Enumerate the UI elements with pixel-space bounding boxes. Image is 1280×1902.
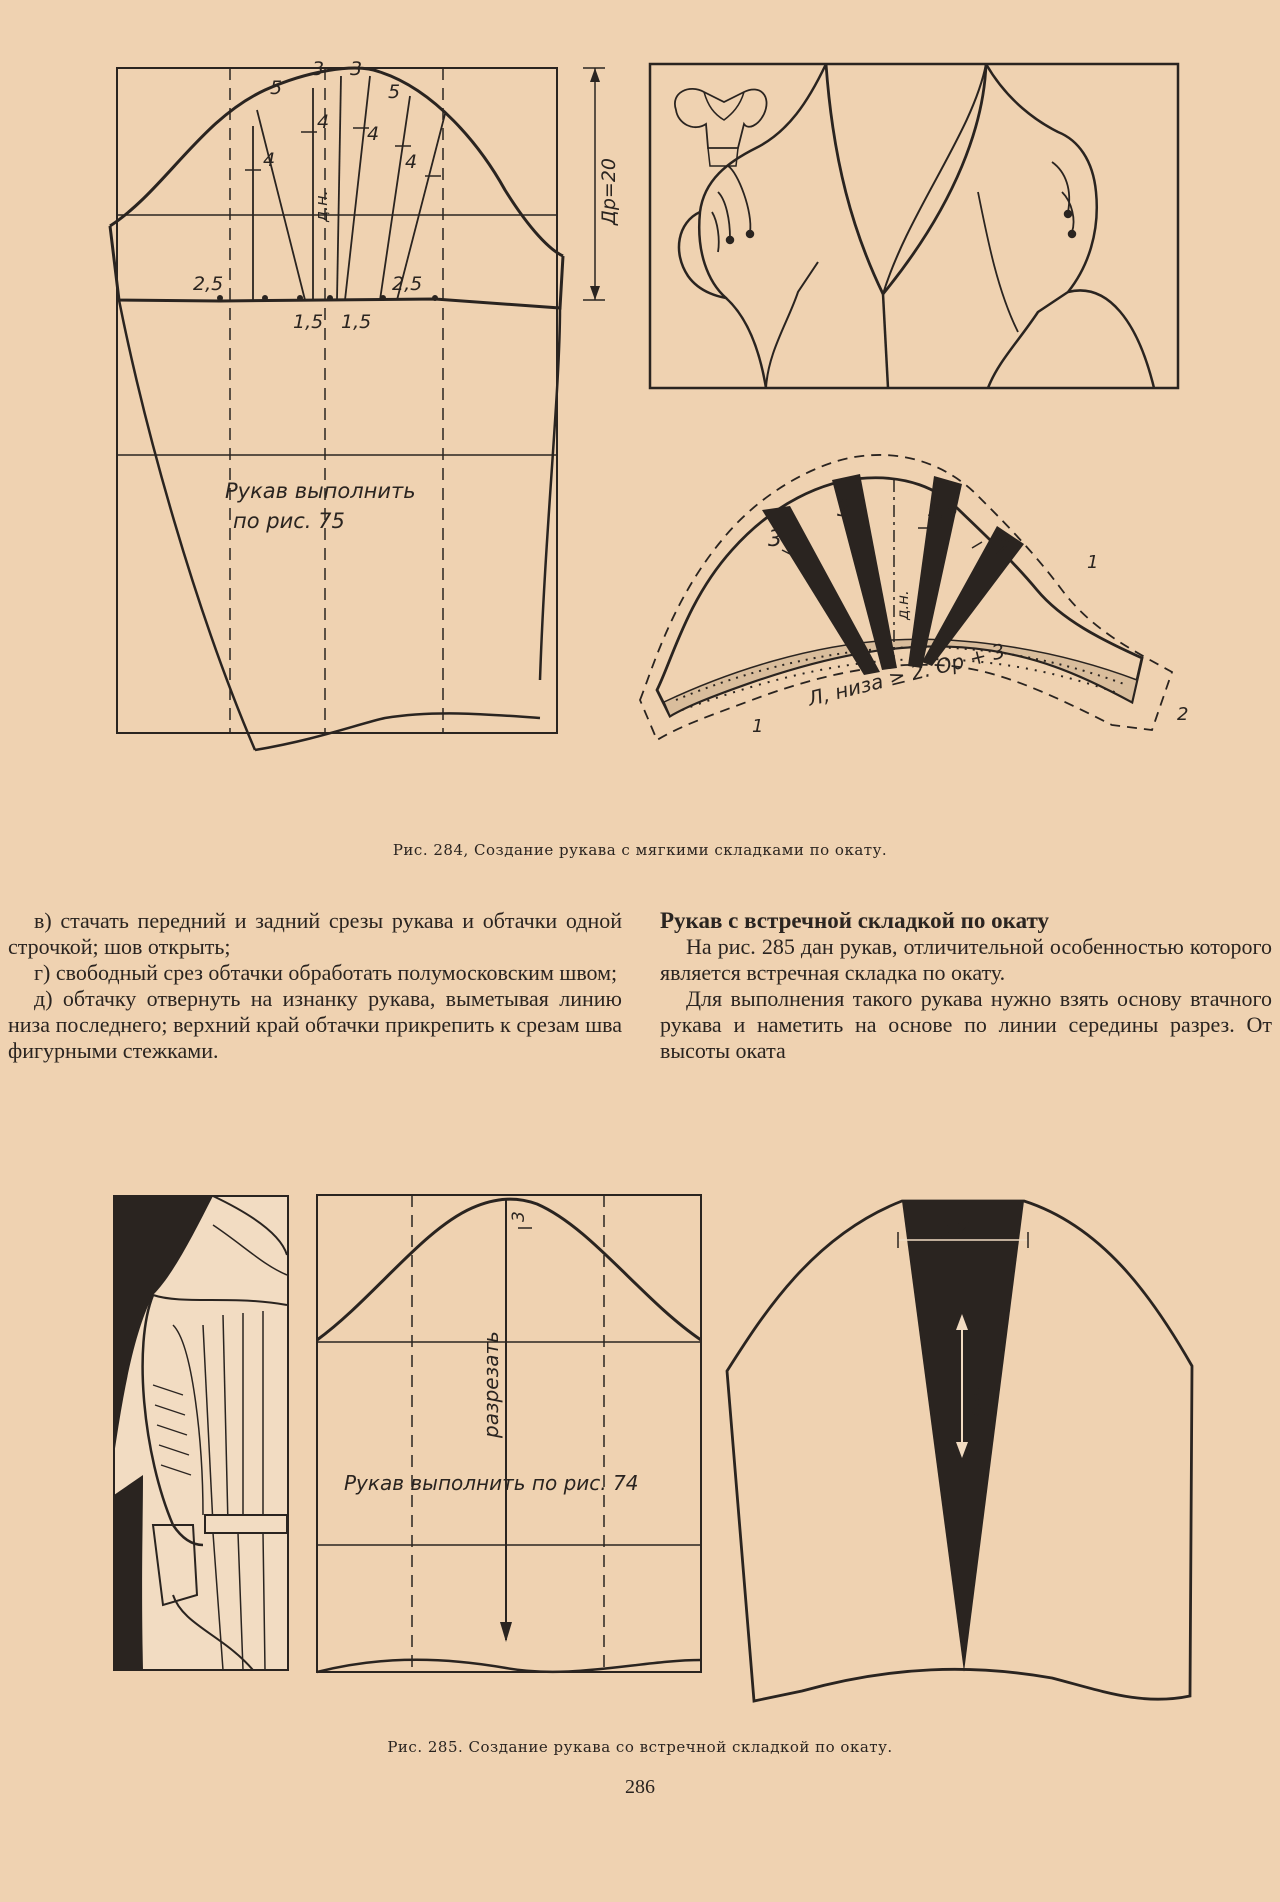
section-heading: Рукав с встречной складкой по окату <box>660 908 1049 933</box>
seam-label-1-top: 1 <box>1087 552 1098 573</box>
label-cut: разрезать <box>479 1331 503 1439</box>
note-line1: Рукав выполнить <box>225 479 416 503</box>
fig285-result-sleeve: 12 д.н. <box>722 1196 1210 1708</box>
label-12: 12 <box>940 1216 971 1244</box>
note-base-draft: Рукав выполнить по рис. 74 <box>344 1471 638 1495</box>
base-draft-frame <box>316 1194 702 1673</box>
label-1-5-left: 1,5 <box>293 311 323 333</box>
label-4d: 4 <box>405 151 417 173</box>
text-right-p1: На рис. 285 дан рукав, отличительной осо… <box>660 934 1272 985</box>
label-3: 3 <box>509 1211 529 1222</box>
text-left-p3: д) обтачку отвернуть на изнанку рукава, … <box>8 986 622 1063</box>
text-column-right: Рукав с встречной складкой по окату На р… <box>660 908 1272 1064</box>
text-right-p2: Для выполнения такого рукава нужно взять… <box>660 986 1272 1063</box>
fold-label-2-5: 2,5 <box>928 499 958 521</box>
fold-label-3-left: 3 <box>768 527 782 552</box>
fig284-caption: Рис. 284, Создание рукава с мягкими скла… <box>392 841 888 859</box>
label-dr20: Др=20 <box>598 158 620 226</box>
fig284-bodice-illustration <box>648 62 1180 392</box>
seam-label-2: 2 <box>1177 704 1188 725</box>
label-3b: 3 <box>350 58 362 80</box>
illustration-frame <box>648 62 1180 390</box>
text-left-p2: г) свободный срез обтачки обработать пол… <box>34 960 618 985</box>
label-2-5-right: 2,5 <box>392 273 422 295</box>
text-left-p1: в) стачать передний и задний срезы рукав… <box>8 908 622 959</box>
label-4b: 4 <box>317 111 329 133</box>
fig285-base-draft: 3 разрезать Рукав выполнить по рис. 74 <box>312 1190 708 1680</box>
label-1-5-right: 1,5 <box>341 311 371 333</box>
text-column-left: в) стачать передний и задний срезы рукав… <box>8 908 622 1064</box>
cut-label-dn: д.н. <box>894 590 912 621</box>
fold-label-2: 2 <box>996 536 1010 561</box>
fig285-caption: Рис. 285. Создание рукава со встречной с… <box>387 1738 893 1756</box>
label-3a: 3 <box>312 58 324 80</box>
fold-label-3-mid: 3 <box>837 497 851 522</box>
fig284-sleeve-draft: 5 3 3 5 4 4 4 4 д.н. Др=20 2,5 2,5 1,5 1… <box>105 50 625 770</box>
label-4a: 4 <box>263 149 275 171</box>
fig284-spread-sleeve: 3 3 2,5 2 д.н. 1 1 2 Л, низа ≥ 2. Ор + 3 <box>632 440 1212 820</box>
fig285-dress-illustration <box>113 1195 289 1671</box>
label-2-5-left: 2,5 <box>193 273 223 295</box>
seam-label-1-bottom: 1 <box>752 716 763 737</box>
note-line2: по рис. 75 <box>233 509 345 533</box>
label-5a: 5 <box>270 77 282 99</box>
label-4c: 4 <box>367 123 379 145</box>
page-number: 286 <box>625 1776 655 1798</box>
result-label-dn: д.н. <box>965 1386 984 1419</box>
label-dn: д.н. <box>312 190 331 223</box>
label-5b: 5 <box>388 81 400 103</box>
